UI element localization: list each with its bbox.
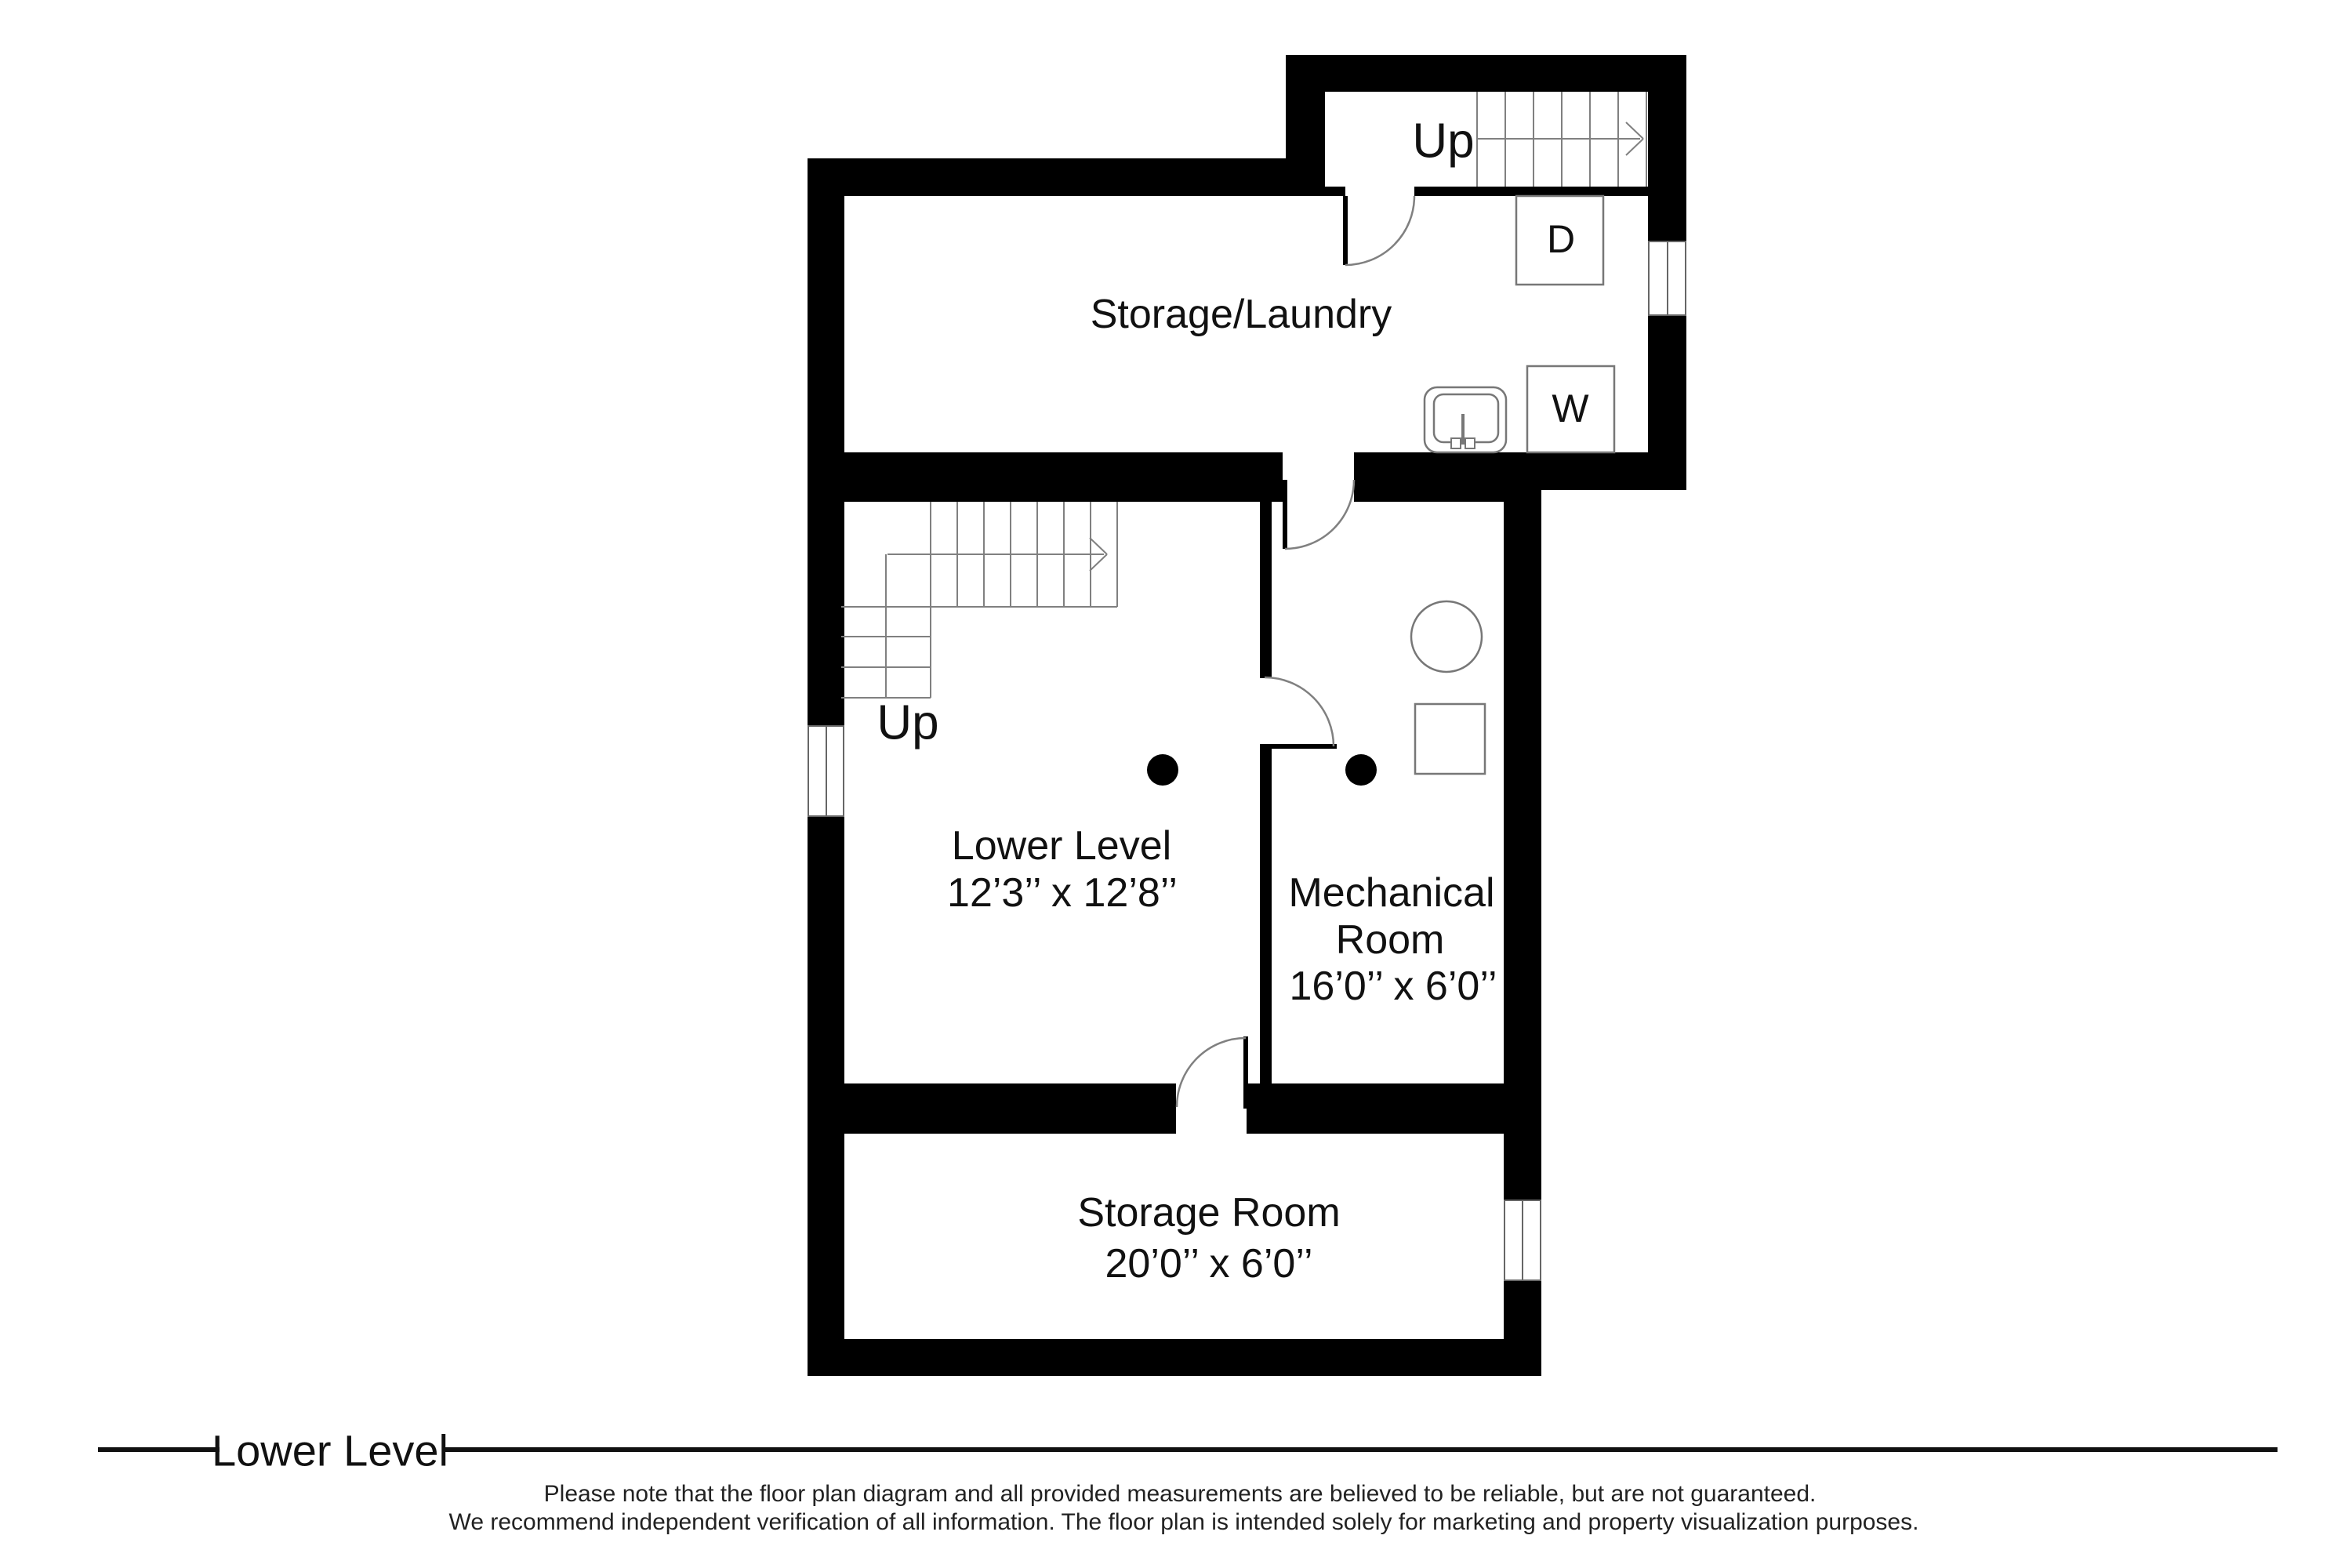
room-dims-lower-level: 12’3’’ x 12’8’’ <box>947 870 1178 916</box>
wall-divider-lower <box>1260 746 1272 1083</box>
washer-box <box>1526 365 1616 454</box>
disclaimer-line-2: We recommend independent verification of… <box>448 1509 1919 1535</box>
stairs-up-label-lower: Up <box>877 695 939 750</box>
floorplan-title: Lower Level <box>212 1425 448 1475</box>
wall-divider-upper <box>1260 502 1272 678</box>
room-label-lower-level: Lower Level <box>951 823 1172 869</box>
footer-rule-right <box>445 1447 2278 1452</box>
dryer-box <box>1515 194 1605 286</box>
wall-laundry-top <box>808 158 1286 196</box>
door-arc <box>1175 1036 1247 1108</box>
stair-arrow-head <box>1089 537 1108 555</box>
room-dims-mechanical: 16’0’’ x 6’0’’ <box>1289 964 1497 1009</box>
room-label-storage-laundry: Storage/Laundry <box>1090 292 1392 337</box>
staircase-lower <box>841 502 1118 699</box>
door-icon <box>1243 1036 1248 1109</box>
wall-stairbox-bottom-left <box>1325 187 1345 196</box>
door-arc <box>1264 676 1335 747</box>
window-mullion <box>1522 1200 1523 1280</box>
door-icon <box>1343 196 1348 265</box>
support-column-icon <box>1345 754 1377 786</box>
stair-arrow-head <box>1089 554 1108 572</box>
washer-label: W <box>1552 387 1589 430</box>
door-icon <box>1283 480 1287 549</box>
dryer-label: D <box>1546 217 1576 261</box>
water-heater-icon <box>1410 600 1483 673</box>
wall-stairbox-left <box>1286 55 1325 196</box>
window-icon <box>808 725 844 817</box>
door-arc <box>1345 195 1416 267</box>
support-column-icon <box>1147 754 1178 786</box>
stair-arrow-head <box>1625 122 1644 140</box>
utility-box-icon <box>1414 702 1486 775</box>
room-label-mechanical-1: Mechanical <box>1288 870 1495 916</box>
wall-right-upper <box>1648 55 1686 241</box>
wall-left-upper <box>808 158 844 725</box>
window-icon <box>1648 241 1686 316</box>
wall-storageroom-top-right <box>1247 1083 1541 1134</box>
window-icon <box>1504 1200 1541 1281</box>
wall-storageroom-top-left <box>808 1083 1176 1134</box>
door-icon <box>1260 744 1337 749</box>
window-mullion <box>1666 241 1668 315</box>
room-label-mechanical-2: Room <box>1335 917 1445 963</box>
stair-arrow-head <box>1625 138 1644 156</box>
footer-rule-left <box>98 1447 220 1452</box>
sink-icon <box>1423 386 1508 454</box>
wall-laundry-bottom-corner <box>1541 452 1686 490</box>
room-dims-storage-room: 20’0’’ x 6’0’’ <box>1105 1241 1313 1287</box>
wall-right-lower <box>1504 490 1541 1200</box>
wall-bottom <box>808 1339 1541 1376</box>
door-arc <box>1284 479 1356 550</box>
window-mullion <box>825 726 827 816</box>
wall-laundry-bottom-left <box>808 452 1283 502</box>
disclaimer-line-1: Please note that the floor plan diagram … <box>543 1481 1817 1507</box>
door-arcs <box>1175 195 1416 1108</box>
staircase-upper <box>1476 92 1647 187</box>
room-label-storage-room: Storage Room <box>1077 1190 1341 1236</box>
wall-stairbox-bottom-right <box>1414 187 1648 196</box>
wall-stairbox-top <box>1286 55 1686 92</box>
stairs-up-label-top: Up <box>1412 114 1475 169</box>
